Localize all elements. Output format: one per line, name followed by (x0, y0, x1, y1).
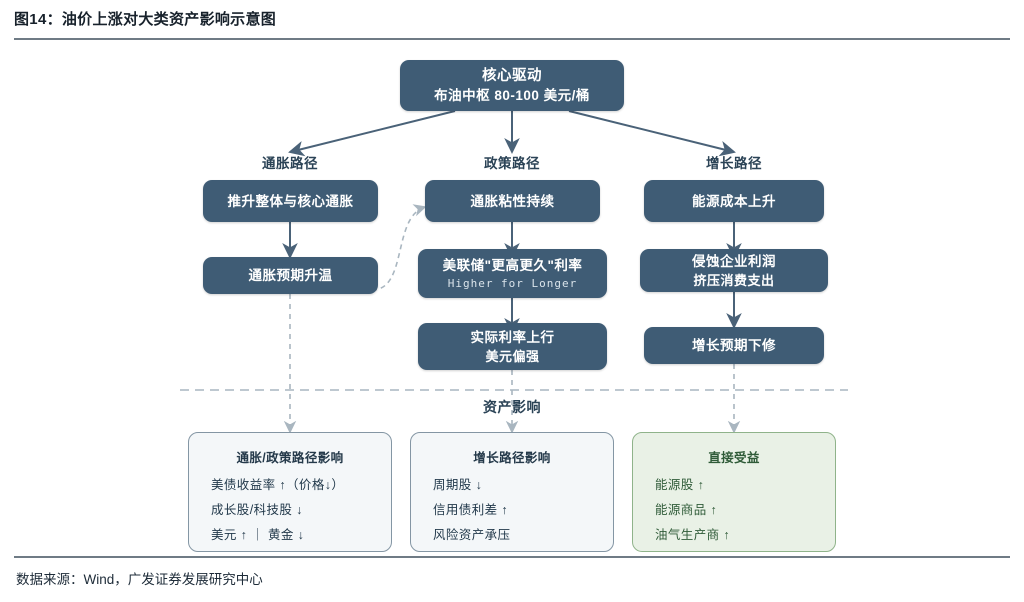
list-item: 油气生产商 ↑ (655, 528, 731, 542)
list-item: 美债收益率 ↑（价格↓） (211, 478, 345, 492)
node-dollar-strong: 美元偏强 (485, 348, 540, 364)
asset-card-direct-beneficiaries-heading: 直接受益 (708, 451, 760, 465)
data-source-note: 数据来源：Wind，广发证券发展研究中心 (16, 572, 263, 587)
list-item: 信用债利差 ↑ (433, 503, 509, 517)
node-growth-forecast-cut-label: 增长预期下修 (692, 338, 776, 353)
asset-card-growth[interactable]: 增长路径影响 周期股 ↓ 信用债利差 ↑ 风险资产承压 (410, 432, 614, 552)
figure-header: 图14：油价上涨对大类资产影响示意图 (14, 8, 1010, 40)
page-title: 图14：油价上涨对大类资产影响示意图 (14, 11, 277, 28)
footer-divider (14, 556, 1010, 558)
node-boost-headline-core-inflation-label: 推升整体与核心通胀 (227, 193, 354, 209)
asset-card-inflation-policy[interactable]: 通胀/政策路径影响 美债收益率 ↑（价格↓） 成长股/科技股 ↓ 美元 ↑ ｜ … (188, 432, 392, 552)
node-energy-cost-up[interactable]: 能源成本上升 (644, 180, 824, 222)
node-erode-profit-squeeze-spending[interactable]: 侵蚀企业利润 挤压消费支出 (640, 249, 828, 292)
list-item: 能源股 ↑ (655, 478, 705, 492)
list-item: 风险资产承压 (433, 528, 511, 542)
diagram-canvas: 核心驱动 布油中枢 80-100 美元/桶 通胀路径 政策路径 增长路径 推升整… (0, 42, 1024, 554)
list-item: 美元 ↑ ｜ 黄金 ↓ (211, 528, 305, 542)
node-core-driver-line2: 布油中枢 80-100 美元/桶 (434, 87, 590, 103)
node-erode-corporate-profit: 侵蚀企业利润 (692, 253, 776, 269)
connector-layer (180, 110, 848, 434)
node-higher-for-longer-label: 美联储"更高更久"利率 (442, 257, 583, 273)
node-core-driver[interactable]: 核心驱动 布油中枢 80-100 美元/桶 (400, 60, 624, 111)
list-item: 周期股 ↓ (433, 478, 483, 492)
node-core-driver-line1: 核心驱动 (482, 67, 542, 84)
figure-footer: 数据来源：Wind，广发证券发展研究中心 (14, 556, 1010, 596)
list-item: 能源商品 ↑ (655, 503, 718, 517)
asset-card-growth-heading: 增长路径影响 (473, 451, 551, 465)
node-inflation-expectations-rise[interactable]: 通胀预期升温 (203, 257, 378, 294)
node-real-rates-up: 实际利率上行 (470, 329, 555, 345)
node-energy-cost-up-label: 能源成本上升 (692, 193, 776, 209)
node-boost-headline-core-inflation[interactable]: 推升整体与核心通胀 (203, 180, 378, 222)
node-inflation-expectations-rise-label: 通胀预期升温 (248, 268, 333, 283)
node-real-rates-up-dollar-strong[interactable]: 实际利率上行 美元偏强 (418, 323, 607, 370)
path-label-growth: 增长路径 (706, 156, 762, 171)
path-label-policy: 政策路径 (484, 156, 540, 171)
node-growth-forecast-cut[interactable]: 增长预期下修 (644, 327, 824, 364)
header-divider (14, 38, 1010, 40)
node-squeeze-consumer-spending: 挤压消费支出 (693, 272, 775, 288)
list-item: 成长股/科技股 ↓ (211, 503, 303, 517)
asset-card-inflation-policy-heading: 通胀/政策路径影响 (236, 451, 344, 465)
node-inflation-stickiness[interactable]: 通胀粘性持续 (425, 180, 600, 222)
path-label-inflation: 通胀路径 (262, 156, 318, 171)
node-higher-for-longer-english: Higher for Longer (447, 276, 578, 290)
asset-card-direct-beneficiaries[interactable]: 直接受益 能源股 ↑ 能源商品 ↑ 油气生产商 ↑ (632, 432, 836, 552)
asset-impact-section-title: 资产影响 (483, 399, 541, 415)
node-inflation-stickiness-label: 通胀粘性持续 (470, 193, 555, 209)
node-higher-for-longer[interactable]: 美联储"更高更久"利率 Higher for Longer (418, 249, 607, 298)
